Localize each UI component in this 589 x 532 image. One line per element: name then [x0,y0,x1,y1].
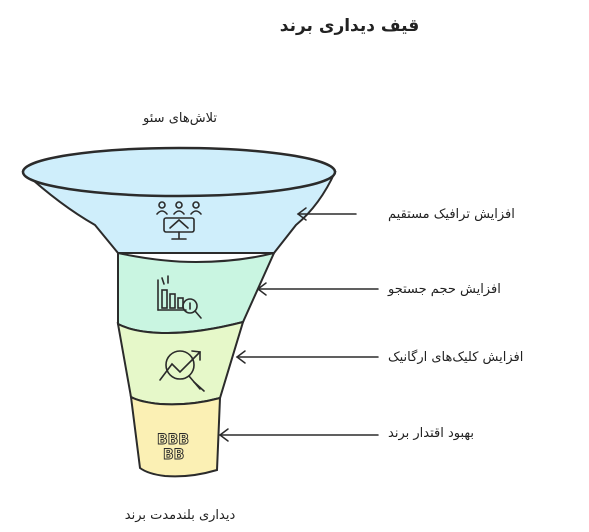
stage-connectors [218,207,379,442]
funnel-output-label: دیداری بلندمدت برند [124,508,236,523]
connector-1-head [296,207,307,221]
funnel-stage-4 [129,395,222,478]
people-network-icon [156,201,202,240]
bar-chart-search-icon [157,275,202,319]
connector-3-head [235,350,246,364]
stage-label-organic-clicks: افزایش کلیک‌های ارگانیک [388,350,524,365]
svg-text:BBB: BBB [157,432,189,448]
stage-label-brand-authority: بهبود اقتدار برند [388,426,474,441]
connector-4-head [218,428,229,442]
funnel-stage-3 [116,320,245,406]
growth-search-icon [159,350,205,392]
stage-label-direct-traffic: افزایش ترافیک مستقیم [388,207,515,222]
connector-2-head [256,282,267,296]
funnel-stage-2 [117,251,276,335]
funnel-input-label: تلاش‌های سئو [143,111,217,126]
brand-blocks-icon: BBB BB [157,432,190,464]
svg-text:BB: BB [163,447,184,463]
funnel-rim [21,146,337,198]
stage-label-search-volume: افزایش حجم جستجو [388,282,501,297]
page-title: قیف دیداری برند [279,16,420,36]
